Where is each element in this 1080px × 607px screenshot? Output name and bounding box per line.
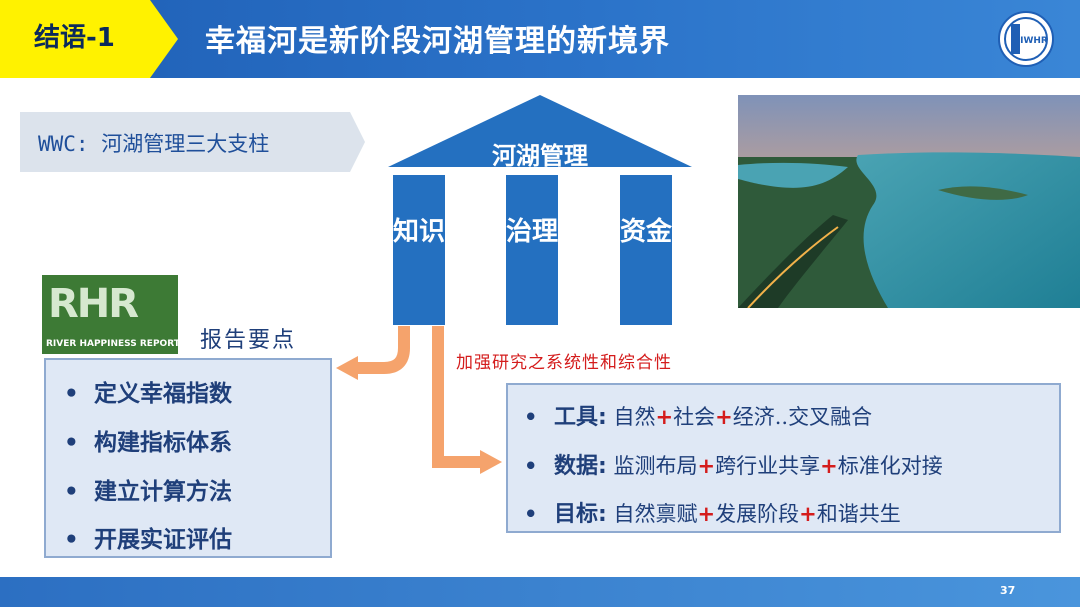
pillar-label-knowledge: 知识 <box>393 217 446 247</box>
temple-diagram <box>388 95 692 325</box>
report-points-label: 报告要点 <box>200 328 297 353</box>
temple-roof <box>388 95 692 167</box>
header-bar <box>0 0 1080 78</box>
pillar-banner-shape <box>20 112 365 172</box>
pillar-label-governance: 治理 <box>506 217 559 247</box>
logo-text: IWHR <box>1020 36 1048 46</box>
report-item: •开展实证评估 <box>64 527 232 553</box>
pillar-label-funding: 资金 <box>620 217 673 247</box>
pillar-funding <box>620 175 672 325</box>
report-item: •建立计算方法 <box>64 479 232 505</box>
arrow-to-report <box>356 326 410 374</box>
report-item: •定义幸福指数 <box>64 381 232 407</box>
page-title: 幸福河是新阶段河湖管理的新境界 <box>205 24 670 59</box>
section-tag-shape <box>0 0 178 78</box>
rhr-logo: RHR RIVER HAPPINESS REPORT <box>42 275 180 354</box>
arrow-to-tools <box>432 326 482 468</box>
tools-box: •工具: 自然+社会+经济..交叉融合 •数据: 监测布局+跨行业共享+标准化对… <box>506 383 1061 533</box>
rhr-logo-text: RHR <box>48 281 139 327</box>
tools-row: •目标: 自然禀赋+发展阶段+和谐共生 <box>524 502 901 527</box>
tools-row: •工具: 自然+社会+经济..交叉融合 <box>524 405 873 430</box>
page-number: 37 <box>1000 584 1016 597</box>
tools-row: •数据: 监测布局+跨行业共享+标准化对接 <box>524 454 943 479</box>
report-item: •构建指标体系 <box>64 430 232 456</box>
footer-bar <box>0 577 1080 607</box>
lake-photo <box>738 95 1080 308</box>
arrow-head-left <box>336 356 358 380</box>
pillar-banner-text: WWC: 河湖管理三大支柱 <box>38 132 270 156</box>
temple-roof-label: 河湖管理 <box>492 142 588 170</box>
rhr-logo-subtitle: RIVER HAPPINESS REPORT <box>46 339 180 349</box>
iwhr-logo-icon: IWHR <box>998 11 1054 67</box>
report-points-box: •定义幸福指数 •构建指标体系 •建立计算方法 •开展实证评估 <box>44 358 332 558</box>
strengthen-research-text: 加强研究之系统性和综合性 <box>456 353 672 373</box>
arrow-head-right <box>480 450 502 474</box>
pillar-governance <box>506 175 558 325</box>
section-tag: 结语-1 <box>34 23 115 53</box>
pillar-knowledge <box>393 175 445 325</box>
